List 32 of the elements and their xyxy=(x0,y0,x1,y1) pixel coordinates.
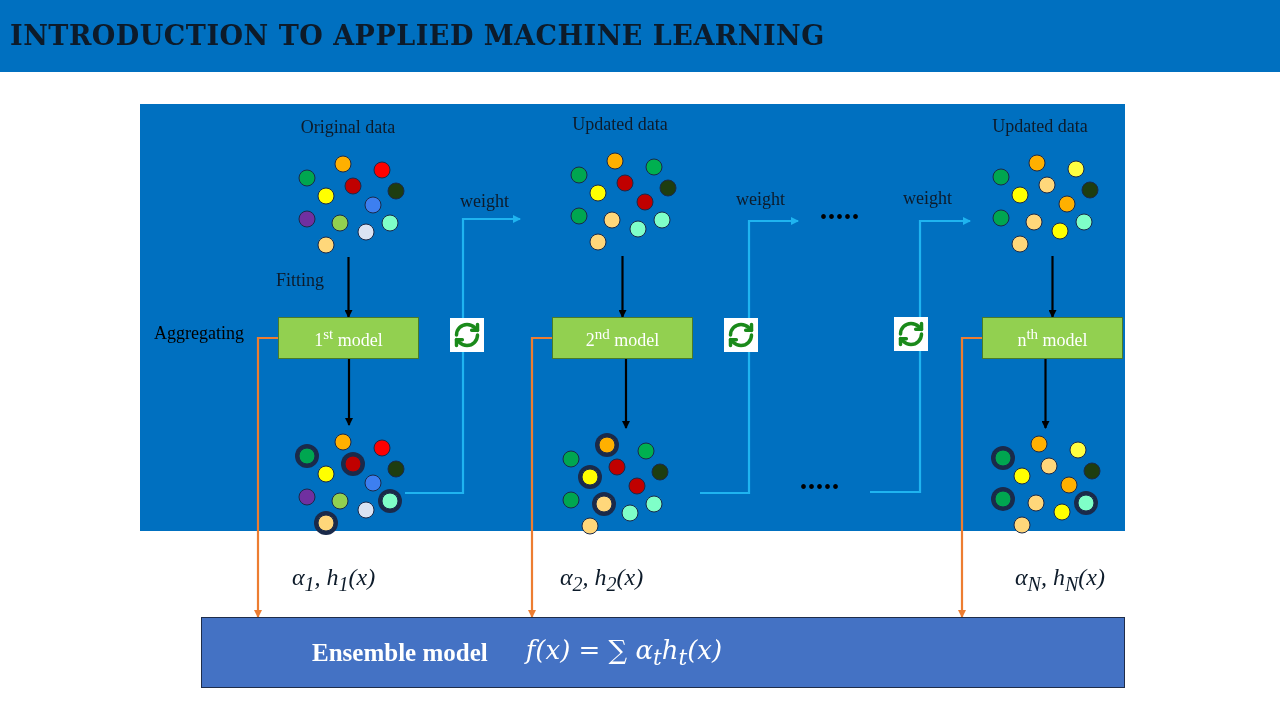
model-box: 1$^{st}$ model xyxy=(278,317,419,359)
model-box: n$^{th}$ model xyxy=(982,317,1123,359)
edge-label: α$_{1}$, h$_{1}$(x) xyxy=(292,564,376,596)
arrow xyxy=(405,215,521,495)
arrow xyxy=(345,359,353,426)
ellipsis: ••••• xyxy=(820,206,860,229)
arrow xyxy=(254,336,278,618)
step-label: Aggregating xyxy=(154,323,244,344)
edge-label: α$_{N}$, h$_{N}$(x) xyxy=(1015,564,1105,596)
arrow xyxy=(1041,359,1050,429)
arrow xyxy=(870,217,971,494)
title: INTRODUCTION TO APPLIED MACHINE LEARNING xyxy=(10,20,825,51)
edge-label: weight xyxy=(736,189,785,210)
data-heading: Updated data xyxy=(992,116,1088,137)
arrow xyxy=(958,336,982,618)
ensemble-title: Ensemble model xyxy=(312,638,488,667)
formula: f(x) = ∑ α$_{t}$h$_{t}$(x) xyxy=(525,634,723,671)
edge-label: α$_{2}$, h$_{2}$(x) xyxy=(560,564,644,596)
data-heading: Updated data xyxy=(572,114,668,135)
ensemble-model-box xyxy=(201,617,1125,688)
edge-label: Fitting xyxy=(276,270,324,291)
edge-label: weight xyxy=(903,188,952,209)
arrow xyxy=(618,256,627,318)
model-box: 2$^{nd}$ model xyxy=(552,317,693,359)
arrow xyxy=(528,336,552,618)
edge-label: weight xyxy=(460,191,509,212)
arrow xyxy=(700,217,799,495)
data-heading: Original data xyxy=(300,117,396,138)
arrow xyxy=(344,257,353,318)
arrow xyxy=(622,359,630,429)
ellipsis: ••••• xyxy=(800,476,840,499)
arrow xyxy=(1048,256,1057,318)
